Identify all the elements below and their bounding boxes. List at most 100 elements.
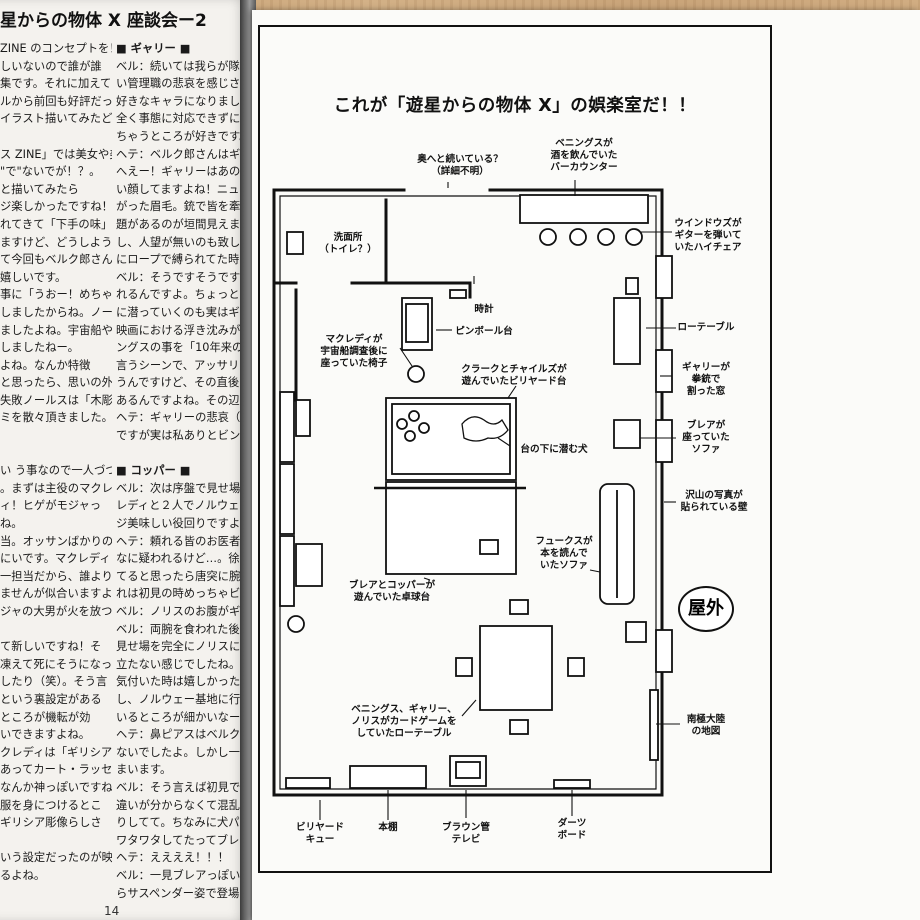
text-line: ヘテ：鼻ピアスはベルク郎さん [116,728,248,742]
text-line: てると思ったら唐突に腕を噛 [116,569,248,583]
label-billiard: クラークとチャイルズが 遊んでいたビリヤード台 [461,364,567,387]
text-line: ますけど、どうしよう [0,235,112,249]
high-chair [597,228,615,246]
washroom-sink [286,231,304,255]
text-line: あるんですよね。その辺りの演 [116,393,248,407]
text-line: ィ！ヒゲがモジャっ [0,499,102,513]
text-line: "で"ないでが！？。 [0,165,101,179]
pinball-glass [405,303,429,343]
window [655,349,673,393]
card-chair-bottom [509,719,529,735]
text-line: 気付いた時は嬉しかったです [116,675,248,689]
text-line: いできますよね。 [0,728,91,742]
text-line: ZINE のコンセプトを！ [0,42,112,55]
text-line: と思ったら、思いの外 [0,376,112,390]
left-column-a: ZINE のコンセプトを！しいないので誰が誰集です。それに加えてルから前回も好評… [0,40,112,885]
billiard-ball [396,418,408,430]
text-line: れてきて「下手の味」 [0,217,112,231]
text-line: ジャの大男が火を放つ [0,605,112,618]
text-line: にいです。マクレディ [0,552,111,566]
high-chair [539,228,557,246]
text-line: 見せ場を完全にノリスに持って [116,640,248,654]
text-line: ちゃうところが好きです。 [116,129,248,143]
card-chair-left [455,657,473,677]
label-cue: ビリヤード キュー [296,822,344,845]
pingpong-table [385,481,517,575]
shelf-left [279,391,295,463]
crt-screen [455,761,481,779]
dog [461,416,509,442]
text-line: 立たない感じでしたね。ちなみ [116,657,248,671]
text-line: し、ノルウェー基地に行く前 [116,692,248,706]
text-line: いう設定だったのが映 [0,851,112,865]
low-table-chair [625,277,639,295]
text-line: なんか神っぽいですね [0,780,112,794]
antarctica-map [649,689,659,761]
text-line: 服を身につけるとこ [0,798,102,812]
text-line: い う事なので一人づつ [0,464,112,478]
text-line: あってカート・ラッセ [0,763,112,777]
shelf-left [279,535,295,607]
text-line: に潜っていくのも実はギャリー [116,305,248,319]
text-line: イラスト描いてみたど [0,112,112,126]
text-line: し、人望が無いのも致し方ない [116,235,248,249]
text-line: 集です。それに加えて [0,77,112,91]
page-number: 14 [104,904,120,918]
text-line: ベル：一見ブレアっぽいんですが [116,868,248,882]
label-blair-sofa: ブレアが 座っていた ソファ [682,420,730,455]
text-line: ね。 [0,517,23,531]
label-bar-counter: ベニングスが 酒を飲んでいた バーカウンター [550,138,618,173]
window [655,255,673,299]
macready-chair [407,365,425,383]
text-line: いるところが細かいなーと思 [116,710,248,724]
text-line: ましたよね。宇宙船や [0,323,112,337]
cabinet [295,543,323,587]
text-line: れは初見の時めっちゃビックリ [116,587,248,601]
text-line: 失敗ノールスは「木彫 [0,393,112,407]
label-card-table: ベニングス、ギャリー、 ノリスがカードゲームを していたローテーブル [351,704,457,739]
text-line: ですが実は私ありとビンと [116,429,248,443]
label-antarctica: 南極大陸 の地図 [686,714,726,737]
shelf-left [279,463,295,535]
text-line: 嬉しいです。 [0,270,67,284]
text-line: ルから前回も好評だっ [0,94,112,108]
text-line: い管理職の悲哀を感じさせるギャ [116,77,248,91]
article-header: 星からの物体 X 座談会ー2 [0,11,207,31]
text-line: 言うシーンで、アッサリと信 [116,358,248,372]
text-line: ベル：続いては我らが隊長ギャリー [116,59,248,73]
text-line: ベル：そうですそうです！あそこ [116,270,248,284]
label-clock: 時計 [474,304,494,315]
label-darts: ダーツ ボード [557,818,587,841]
text-line: ベル：そう言えば初見で混乱 [116,780,248,794]
shelf-left-inner [295,399,311,437]
clock [449,289,467,299]
high-chair [569,228,587,246]
billiard-ball [408,410,420,422]
label-washroom: 洗面所 （トイレ？） [319,232,377,255]
text-line: 題があるのが垣間見えますよね [116,217,248,231]
text-line: にロープで縛られてた時のギャ [116,253,248,267]
window [655,629,673,673]
text-line: りしてて。ちなみに犬パニック [116,816,248,830]
text-line: よね。なんか特徴 [0,358,91,372]
card-chair-top [509,599,529,615]
text-line: 事に「うおー！めちゃ [0,288,112,302]
text-line: ヘテ：頼れる皆のお医者様コッ [116,534,248,548]
text-line: へえー！ギャリーはあの10名の中 [116,165,248,179]
stool [287,615,305,633]
label-dog: 台の下に潜む犬 [520,444,588,455]
text-line: て新しいですね！そ [0,640,102,654]
billiard-ball [404,430,416,442]
text-line: ませんが似合いますよ [0,587,112,601]
text-line: ベル：ノリスのお腹がギザギ [116,605,248,618]
card-chair-right [567,657,585,677]
page-title: これが「遊星からの物体 X」の娯楽室だ！！ [333,96,697,116]
text-line: クレディは「ギリシア [0,745,112,759]
label-photo-wall: 沢山の写真が 貼られている壁 [680,490,748,513]
corridor-wall [384,281,472,299]
cue-rack [285,777,331,789]
label-fuchs-sofa: フュークスが 本を読んで いたソファ [535,536,593,571]
blair-sofa [613,419,641,449]
left-page: 星からの物体 X 座談会ー2 ZINE のコンセプトを！しいないので誰が誰集です… [0,0,248,920]
